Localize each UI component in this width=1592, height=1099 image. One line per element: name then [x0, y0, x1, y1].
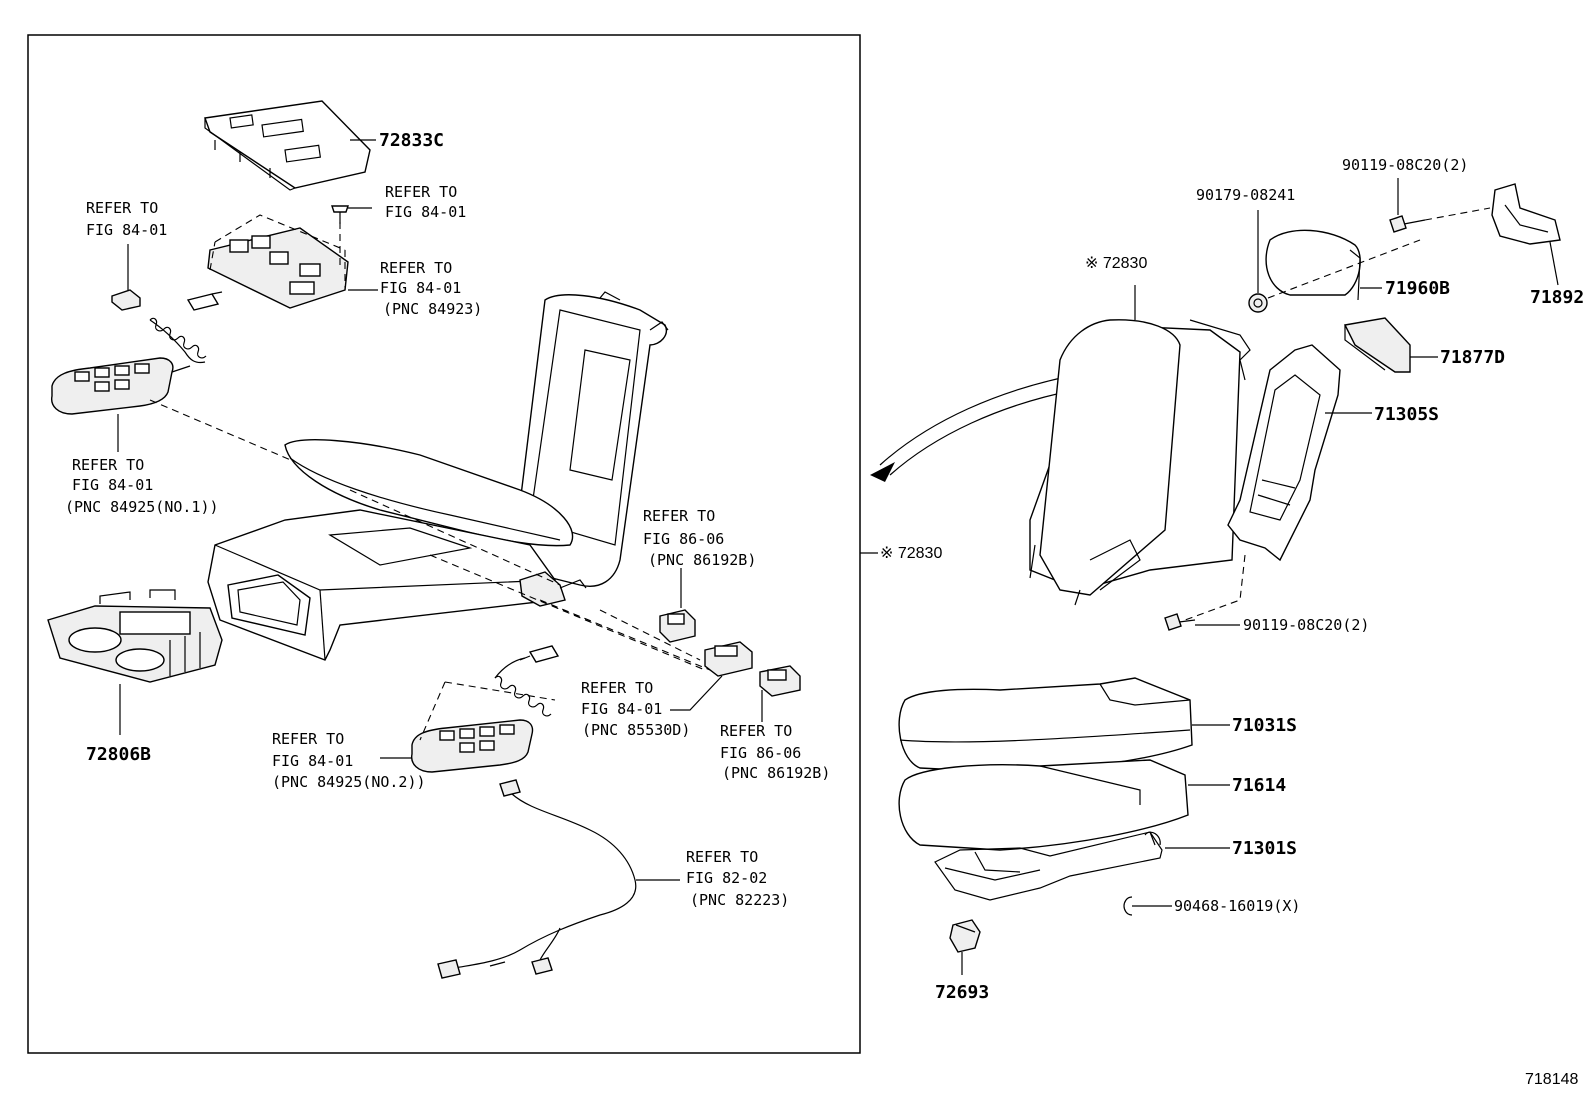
- clip-icon[interactable]: [111, 289, 141, 311]
- refer-label-2-line1: REFER TO: [380, 259, 452, 277]
- bolt-icon-mid[interactable]: [1164, 613, 1196, 631]
- assembly-boundary-box: [27, 34, 861, 1054]
- part-number-90119-08c20-top: 90119-08C20(2): [1342, 156, 1468, 174]
- switch-module-84923[interactable]: [207, 227, 349, 309]
- bolt-icon-top[interactable]: [1389, 215, 1426, 233]
- remote-control-no2[interactable]: [411, 645, 560, 773]
- part-number-90179-08241: 90179-08241: [1196, 186, 1295, 204]
- cushion-cover-71031s[interactable]: [898, 677, 1193, 773]
- refer-label-4-line3: (PNC 86192B): [648, 551, 756, 569]
- part-number-71301s: 71301S: [1232, 838, 1297, 859]
- refer-label-3-line3: (PNC 84925(NO.1)): [65, 498, 219, 516]
- refer-label-6-line2: FIG 86-06: [720, 744, 801, 762]
- part-number-90119-08c20-mid: 90119-08C20(2): [1243, 616, 1369, 634]
- wire-harness-82223[interactable]: [437, 779, 637, 979]
- refer-label-4-line2: FIG 86-06: [643, 530, 724, 548]
- screw-icon[interactable]: [331, 205, 349, 224]
- refer-label-3-line2: FIG 84-01: [72, 476, 153, 494]
- part-number-71960b: 71960B: [1385, 278, 1450, 299]
- part-number-71031s: 71031S: [1232, 715, 1297, 736]
- part-number-90468-16019: 90468-16019(X): [1174, 897, 1300, 915]
- direction-arrow: [870, 374, 1076, 482]
- refer-label-6-line1: REFER TO: [720, 722, 792, 740]
- part-number-72830-group: ※ 72830: [880, 545, 942, 562]
- refer-label-6-line3: (PNC 86192B): [722, 764, 830, 782]
- refer-label-7-line1: REFER TO: [272, 730, 344, 748]
- part-number-71305s: 71305S: [1374, 404, 1439, 425]
- part-number-71614: 71614: [1232, 775, 1286, 796]
- refer-label-4-line1: REFER TO: [643, 507, 715, 525]
- switch-86192b-lower[interactable]: [759, 665, 801, 697]
- frame-71305s[interactable]: [1227, 344, 1341, 562]
- refer-label-0-line2: FIG 84-01: [86, 221, 167, 239]
- cushion-frame-71301s[interactable]: [934, 831, 1163, 901]
- switch-85530d[interactable]: [704, 641, 753, 677]
- refer-label-8-line1: REFER TO: [686, 848, 758, 866]
- refer-label-1-line2: FIG 84-01: [385, 203, 466, 221]
- cushion-pad-71614[interactable]: [898, 759, 1189, 851]
- cup-holder-72806b[interactable]: [47, 589, 223, 683]
- refer-label-2-line2: FIG 84-01: [380, 279, 461, 297]
- refer-label-5-line1: REFER TO: [581, 679, 653, 697]
- refer-label-5-line3: (PNC 85530D): [582, 721, 690, 739]
- cover-71877d[interactable]: [1343, 317, 1411, 373]
- refer-label-5-line2: FIG 84-01: [581, 700, 662, 718]
- refer-label-7-line3: (PNC 84925(NO.2)): [272, 773, 426, 791]
- headrest-71960b[interactable]: [1265, 229, 1361, 301]
- panel-72833c[interactable]: [204, 100, 371, 191]
- refer-label-0-line1: REFER TO: [86, 199, 158, 217]
- refer-label-8-line2: FIG 82-02: [686, 869, 767, 887]
- hog-ring-icon[interactable]: [1123, 896, 1133, 916]
- refer-label-8-line3: (PNC 82223): [690, 891, 789, 909]
- switch-86192b-upper[interactable]: [659, 609, 696, 643]
- figure-number: 718148: [1525, 1071, 1578, 1088]
- seat-console-assembly[interactable]: [207, 291, 669, 661]
- refer-label-3-line1: REFER TO: [72, 456, 144, 474]
- seatback-72830[interactable]: [1029, 319, 1251, 606]
- refer-label-1-line1: REFER TO: [385, 183, 457, 201]
- nut-icon[interactable]: [1248, 293, 1268, 313]
- refer-label-2-line3: (PNC 84923): [383, 300, 482, 318]
- part-number-72833c: 72833C: [379, 130, 444, 151]
- part-number-72830: ※ 72830: [1085, 255, 1147, 272]
- bracket-71892[interactable]: [1491, 183, 1561, 245]
- part-number-72806b: 72806B: [86, 744, 151, 765]
- clip-72693[interactable]: [949, 919, 981, 953]
- part-number-71892: 71892: [1530, 287, 1584, 308]
- refer-label-7-line2: FIG 84-01: [272, 752, 353, 770]
- remote-control-no1[interactable]: [51, 291, 223, 415]
- part-number-72693: 72693: [935, 982, 989, 1003]
- part-number-71877d: 71877D: [1440, 347, 1505, 368]
